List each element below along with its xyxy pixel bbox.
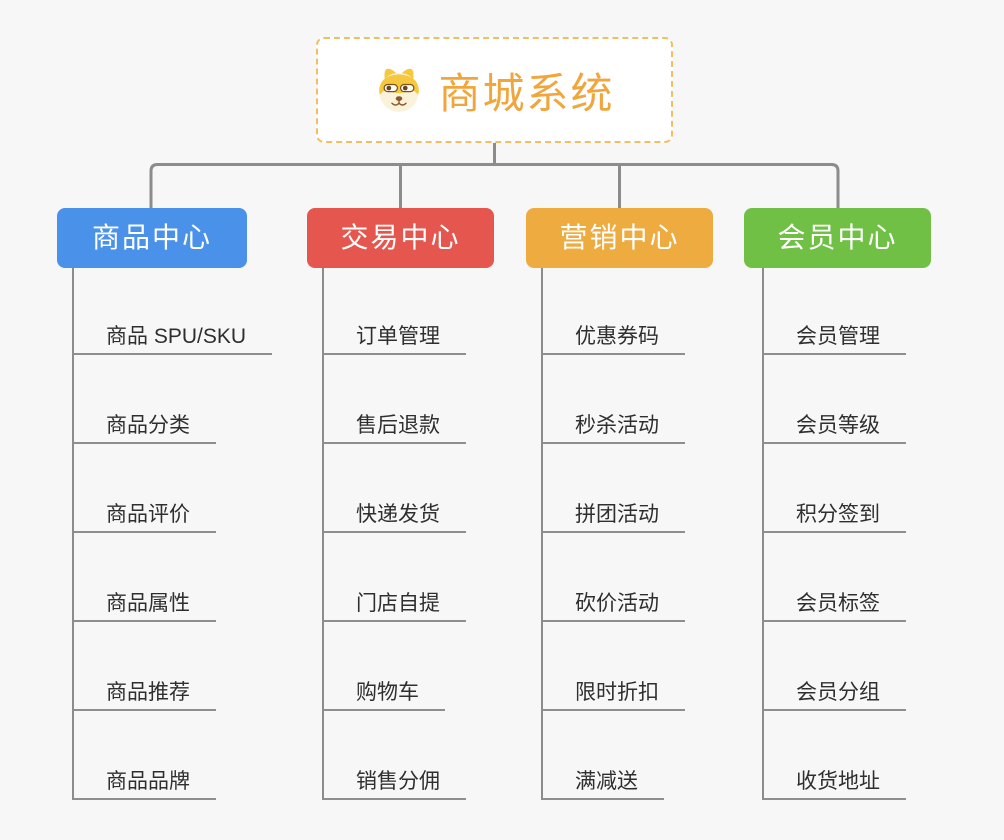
branch-member-center[interactable]: 会员中心 — [744, 208, 931, 268]
leaf-item[interactable]: 购物车 — [322, 677, 445, 711]
leaf-item[interactable]: 会员标签 — [762, 588, 906, 622]
leaf-item[interactable]: 秒杀活动 — [541, 410, 685, 444]
leaf-item[interactable]: 商品分类 — [72, 410, 216, 444]
shiba-dog-icon — [379, 68, 420, 112]
leaf-item[interactable]: 砍价活动 — [541, 588, 685, 622]
leaf-item[interactable]: 售后退款 — [322, 410, 466, 444]
leaf-item[interactable]: 会员等级 — [762, 410, 906, 444]
leaf-item[interactable]: 订单管理 — [322, 321, 466, 355]
leaf-item[interactable]: 门店自提 — [322, 588, 466, 622]
leaf-item[interactable]: 拼团活动 — [541, 499, 685, 533]
root-title: 商城系统 — [438, 69, 615, 117]
leaf-item[interactable]: 会员管理 — [762, 321, 906, 355]
root-topic[interactable]: 商城系统 — [316, 37, 673, 143]
leaf-item[interactable]: 会员分组 — [762, 677, 906, 711]
branch-marketing-center[interactable]: 营销中心 — [526, 208, 713, 268]
leaf-item[interactable]: 限时折扣 — [541, 677, 685, 711]
leaf-item[interactable]: 积分签到 — [762, 499, 906, 533]
leaf-item[interactable]: 商品评价 — [72, 499, 216, 533]
leaf-item[interactable]: 商品 SPU/SKU — [72, 321, 273, 355]
branch-rail-line — [149, 163, 840, 209]
leaf-item[interactable]: 快递发货 — [322, 499, 466, 533]
leaf-item[interactable]: 满减送 — [541, 766, 664, 800]
branch-trade-center[interactable]: 交易中心 — [307, 208, 494, 268]
leaf-item[interactable]: 收货地址 — [762, 766, 906, 800]
leaf-item[interactable]: 优惠券码 — [541, 321, 685, 355]
leaf-item[interactable]: 商品推荐 — [72, 677, 216, 711]
leaf-item[interactable]: 商品品牌 — [72, 766, 216, 800]
branch-product-center[interactable]: 商品中心 — [57, 208, 247, 268]
leaf-item[interactable]: 商品属性 — [72, 588, 216, 622]
leaf-item[interactable]: 销售分佣 — [322, 766, 466, 800]
